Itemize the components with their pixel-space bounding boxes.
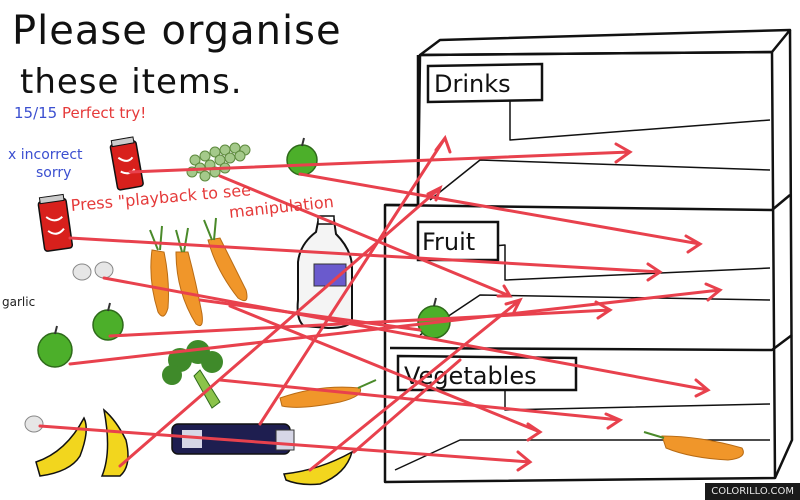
- carrot-1[interactable]: [149, 225, 169, 317]
- title-line-2: these items.: [20, 62, 243, 102]
- garlic-annotation: garlic: [2, 295, 36, 309]
- garlic-1[interactable]: [72, 261, 114, 281]
- apple-2[interactable]: [92, 302, 124, 341]
- carrot-5[interactable]: [643, 431, 744, 461]
- shelf-label-drinks: Drinks: [426, 62, 544, 104]
- sorting-arrows: [38, 134, 723, 472]
- apple-3[interactable]: [37, 325, 73, 368]
- shelf-label-drinks-text: Drinks: [434, 70, 511, 98]
- broccoli[interactable]: [162, 340, 223, 409]
- garlic-2[interactable]: [24, 415, 44, 433]
- grapes[interactable]: [186, 142, 251, 182]
- score-message: Perfect try!: [62, 104, 147, 122]
- cola-can-1[interactable]: [109, 136, 144, 191]
- incorrect-line-1: x incorrect: [8, 147, 83, 163]
- incorrect-line-2: sorry: [36, 165, 72, 181]
- shelf-label-fruit: Fruit: [416, 220, 500, 262]
- cola-can-2[interactable]: [37, 193, 74, 252]
- banana-2[interactable]: [100, 408, 129, 477]
- score-count: 15/15: [14, 104, 58, 122]
- shelf-unit: [383, 28, 794, 484]
- score-feedback: 15/15 Perfect try!: [14, 104, 146, 122]
- title-line-1: Please organise: [12, 8, 342, 54]
- banana-3[interactable]: [282, 450, 354, 486]
- incorrect-feedback: x incorrect sorry: [8, 146, 83, 182]
- carrot-2[interactable]: [175, 227, 203, 327]
- watermark: COLORILLO.COM: [705, 483, 800, 500]
- carrot-3[interactable]: [203, 217, 248, 302]
- apple-1[interactable]: [286, 137, 318, 176]
- shelf-label-fruit-text: Fruit: [422, 228, 475, 256]
- banana-1[interactable]: [35, 416, 87, 477]
